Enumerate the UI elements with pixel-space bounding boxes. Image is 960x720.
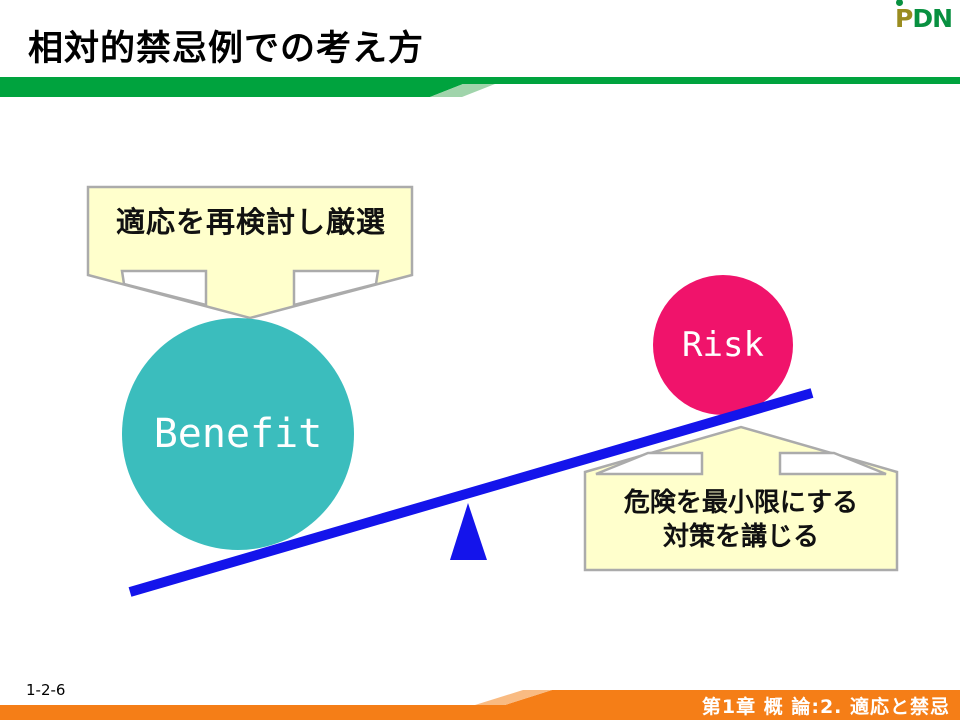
logo-letter-p: P <box>894 0 913 33</box>
risk-callout-label: 危険を最小限にする 対策を講じる <box>587 486 895 554</box>
title-underline-strip <box>0 77 960 84</box>
logo-letters-dn: DN <box>912 4 953 33</box>
footer-chapter-label: 第1章 概 論:2. 適応と禁忌 <box>701 696 950 718</box>
risk-callout-notch-right <box>778 451 887 476</box>
benefit-callout-notch-right <box>292 269 380 307</box>
benefit-callout-label: 適応を再検討し厳選 <box>115 205 386 239</box>
risk-callout-label-line2: 対策を講じる <box>662 522 819 552</box>
footer-block <box>505 690 960 705</box>
seesaw-beam <box>128 388 814 597</box>
risk-callout-notch-left <box>595 451 704 476</box>
page-number: 1-2-6 <box>26 681 66 699</box>
benefit-circle-label: Benefit <box>153 411 323 457</box>
title-underline-block <box>0 84 463 97</box>
risk-callout-label-line1: 危険を最小限にする <box>623 488 859 518</box>
footer-strip <box>0 705 960 720</box>
footer-accent <box>475 690 552 705</box>
pdn-logo: PDN <box>894 0 953 33</box>
risk-circle-label: Risk <box>682 325 764 365</box>
fulcrum-triangle <box>450 503 487 560</box>
title-underline-accent <box>430 84 495 97</box>
benefit-callout-notch-left <box>120 269 208 307</box>
page-title: 相対的禁忌例での考え方 <box>28 29 425 69</box>
risk-circle <box>653 275 793 415</box>
benefit-circle <box>122 318 354 550</box>
